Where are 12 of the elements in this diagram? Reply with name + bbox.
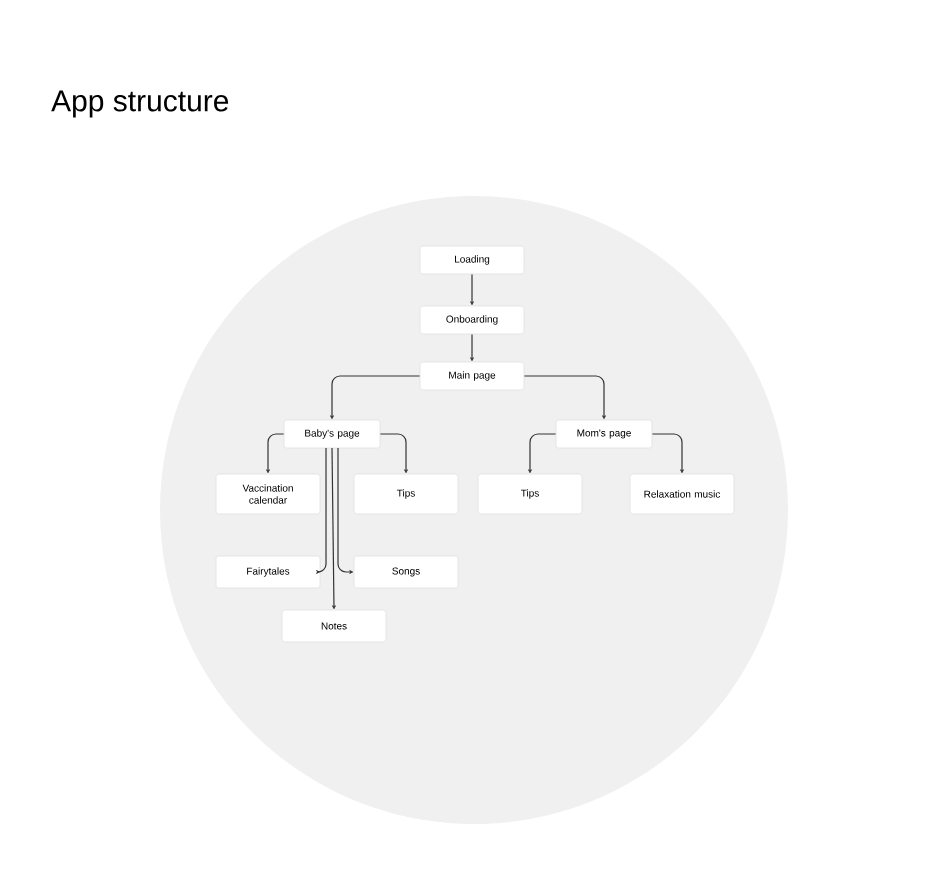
arrow xyxy=(331,447,336,610)
arrow xyxy=(470,333,474,362)
arrow xyxy=(528,433,557,474)
arrow xyxy=(523,375,606,420)
arrow xyxy=(379,433,408,474)
title: App structure xyxy=(51,90,229,118)
arrow xyxy=(266,433,285,474)
arrow xyxy=(330,375,421,420)
arrow xyxy=(337,447,354,574)
arrow xyxy=(316,447,327,574)
arrow xyxy=(651,433,684,474)
arrow xyxy=(470,273,474,306)
